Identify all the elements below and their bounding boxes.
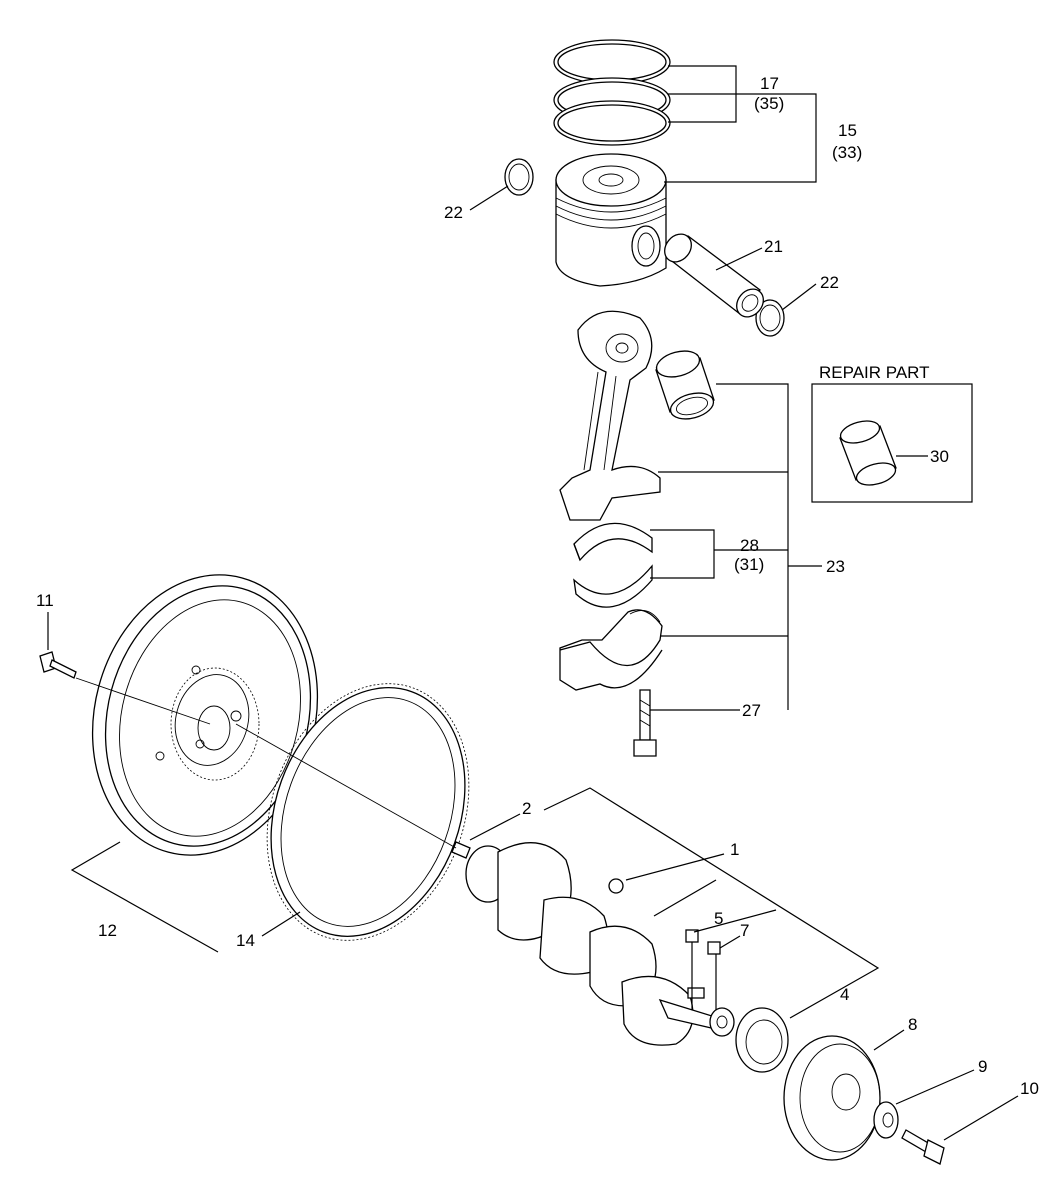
callout-12: 12 xyxy=(98,921,117,940)
callout-28: 28 xyxy=(740,536,759,555)
callout-5: 5 xyxy=(714,909,723,928)
callout-21: 21 xyxy=(764,237,783,256)
callout-9: 9 xyxy=(978,1057,987,1076)
callout-7: 7 xyxy=(740,921,749,940)
repair-part-title: REPAIR PART xyxy=(819,363,930,382)
piston-rings xyxy=(553,39,671,146)
connecting-rod xyxy=(559,310,661,521)
pulley-bolt xyxy=(901,1129,945,1165)
circlip-left xyxy=(504,158,534,196)
washer xyxy=(873,1101,899,1139)
crankshaft xyxy=(465,842,735,1046)
callout-11: 11 xyxy=(36,591,54,610)
callout-14: 14 xyxy=(236,931,255,950)
oil-plug xyxy=(608,878,624,894)
rod-bolt xyxy=(633,689,657,757)
callout-17-alt: (35) xyxy=(754,94,784,113)
callout-labels: 17 (35) 15 (33) 22 21 22 28 (31) 23 27 1… xyxy=(36,74,1039,1098)
small-end-bushing xyxy=(655,350,715,420)
piston-pin xyxy=(664,233,764,318)
flywheel xyxy=(91,574,319,856)
callout-30: 30 xyxy=(930,447,949,466)
rod-cap xyxy=(559,609,663,691)
callout-22-right: 22 xyxy=(820,273,839,292)
callout-4: 4 xyxy=(840,985,849,1004)
callout-15: 15 xyxy=(838,121,857,140)
callout-27: 27 xyxy=(742,701,761,720)
callout-23: 23 xyxy=(826,557,845,576)
callout-22-left: 22 xyxy=(444,203,463,222)
dowel-pin xyxy=(451,841,471,859)
callout-2: 2 xyxy=(522,799,531,818)
callout-17: 17 xyxy=(760,74,779,93)
callout-10: 10 xyxy=(1020,1079,1039,1098)
callout-15-alt: (33) xyxy=(832,143,862,162)
leader-lines xyxy=(47,65,1019,1141)
keys xyxy=(685,929,721,955)
callout-28-alt: (31) xyxy=(734,555,764,574)
crankshaft-pulley xyxy=(783,1035,881,1161)
callout-8: 8 xyxy=(908,1015,917,1034)
piston xyxy=(555,153,667,287)
repair-part-box: REPAIR PART 30 xyxy=(811,363,973,503)
flywheel-bolt xyxy=(39,651,77,679)
callout-1: 1 xyxy=(730,840,739,859)
crank-gear xyxy=(735,1007,789,1073)
circlip-right xyxy=(755,299,785,337)
bearing-halves xyxy=(573,522,653,608)
